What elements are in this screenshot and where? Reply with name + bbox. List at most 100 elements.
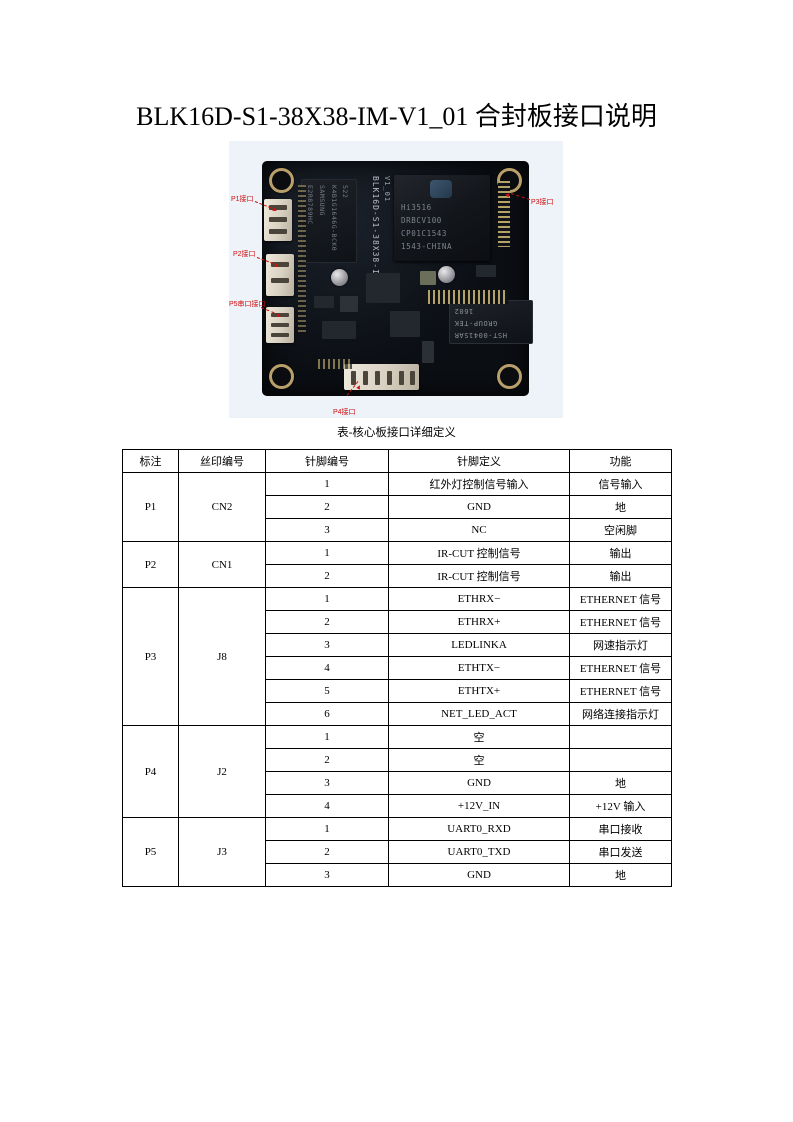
cell-function: 地 [569, 495, 672, 519]
cell-pin-definition: NET_LED_ACT [388, 702, 570, 726]
cell-pin-number: 4 [265, 656, 389, 680]
shield-screw-right [438, 266, 455, 283]
cell-pin-definition: GND [388, 863, 570, 887]
smd-component-f [422, 341, 434, 363]
test-pad-row-right [498, 181, 510, 247]
cell-function [569, 725, 672, 749]
smd-component-e [340, 296, 358, 312]
cell-function [569, 748, 672, 772]
cell-function: 串口接收 [569, 817, 672, 841]
cell-function: ETHERNET 信号 [569, 610, 672, 634]
photo-canvas: BLK16D-S1-38X38-IM V1_01 E2R8789HC SAMSU… [229, 141, 563, 418]
column-header-function: 功能 [569, 449, 672, 473]
cell-pin-number: 1 [265, 587, 389, 611]
cell-pin-definition: UART0_TXD [388, 840, 570, 864]
mounting-hole-bottom-left [269, 364, 294, 389]
cell-pin-number: 3 [265, 863, 389, 887]
cell-pin-number: 3 [265, 633, 389, 657]
page-title: BLK16D-S1-38X38-IM-V1_01 合封板接口说明 [136, 102, 657, 131]
column-header-pin-definition: 针脚定义 [388, 449, 570, 473]
cell-pin-number: 1 [265, 725, 389, 749]
cell-pin-number: 2 [265, 564, 389, 588]
cell-function: 地 [569, 771, 672, 795]
connector-j3 [266, 307, 294, 343]
connector-j8 [344, 364, 419, 390]
connector-cn2 [264, 199, 292, 241]
connector-cn2-slot-1 [269, 205, 287, 210]
connector-j3-slot-1 [271, 313, 289, 317]
annotation-label-p5: P5串口接口 [229, 301, 266, 308]
table-caption: 表-核心板接口详细定义 [337, 427, 456, 439]
cell-function: 信号输入 [569, 472, 672, 496]
cell-silkscreen: J3 [178, 817, 266, 887]
column-header-pin-number: 针脚编号 [265, 449, 389, 473]
connector-j3-slot-3 [271, 333, 289, 337]
cell-function: 地 [569, 863, 672, 887]
smd-component-g [476, 265, 496, 277]
connector-cn2-slot-2 [269, 217, 287, 222]
pcb-substrate: BLK16D-S1-38X38-IM V1_01 E2R8789HC SAMSU… [262, 161, 533, 396]
smd-component-a [366, 273, 400, 303]
column-header-silkscreen: 丝印编号 [178, 449, 266, 473]
cell-pin-number: 1 [265, 817, 389, 841]
soc-line-3: CP01C1543 [401, 229, 448, 238]
annotation-label-p2: P2接口 [233, 251, 256, 258]
cell-function: 网络连接指示灯 [569, 702, 672, 726]
cell-pin-number: 5 [265, 679, 389, 703]
cell-pin-number: 2 [265, 748, 389, 772]
table-header-row: 标注 丝印编号 针脚编号 针脚定义 功能 [122, 449, 672, 473]
cell-pin-definition: NC [388, 518, 570, 542]
smd-component-c [322, 321, 356, 339]
cell-silkscreen: J2 [178, 725, 266, 818]
cell-mark: P3 [122, 587, 179, 726]
shield-screw-left [331, 269, 348, 286]
annotation-label-p4: P4接口 [333, 409, 356, 416]
connector-j3-slot-2 [271, 323, 289, 327]
cell-pin-number: 2 [265, 610, 389, 634]
mounting-hole-bottom-right [497, 364, 522, 389]
cell-mark: P5 [122, 817, 179, 887]
cell-pin-definition: IR-CUT 控制信号 [388, 564, 570, 588]
memory-chip-part: K4B1G1646G-BCK0 [330, 185, 338, 252]
annotation-label-p1: P1接口 [231, 196, 254, 203]
cell-function: 网速指示灯 [569, 633, 672, 657]
connector-j8-slot-5 [399, 371, 404, 385]
cell-function: +12V 输入 [569, 794, 672, 818]
cell-pin-definition: UART0_RXD [388, 817, 570, 841]
memory-chip-code2: E2R8789HC [306, 185, 314, 225]
cell-function: ETHERNET 信号 [569, 679, 672, 703]
cell-pin-definition: IR-CUT 控制信号 [388, 541, 570, 565]
memory-chip-code: 522 [341, 185, 349, 199]
column-header-mark: 标注 [122, 449, 179, 473]
cell-pin-definition: 红外灯控制信号输入 [388, 472, 570, 496]
cell-pin-definition: ETHRX− [388, 587, 570, 611]
test-pad-row-top [428, 290, 508, 304]
cell-function: 输出 [569, 541, 672, 565]
cell-function: ETHERNET 信号 [569, 587, 672, 611]
cell-silkscreen: CN1 [178, 541, 266, 588]
cell-pin-definition: ETHRX+ [388, 610, 570, 634]
magnetics-line-3: HST-0041SAR [454, 331, 507, 339]
test-pad-row-left [298, 185, 306, 335]
connector-j8-slot-2 [363, 371, 368, 385]
soc-chip: Hi3516 DRBCV100 CP01C1543 1543-CHINA [394, 175, 490, 261]
cell-mark: P4 [122, 725, 179, 818]
cell-pin-definition: GND [388, 495, 570, 519]
smd-component-b [390, 311, 420, 337]
memory-chip: E2R8789HC SAMSUNG K4B1G1646G-BCK0 522 [301, 179, 357, 263]
cell-pin-definition: GND [388, 771, 570, 795]
cell-pin-number: 1 [265, 472, 389, 496]
cell-pin-number: 2 [265, 840, 389, 864]
magnetics-line-2: GROUP-TEK [454, 319, 498, 327]
cell-pin-definition: LEDLINKA [388, 633, 570, 657]
connector-j8-slot-6 [410, 371, 415, 385]
